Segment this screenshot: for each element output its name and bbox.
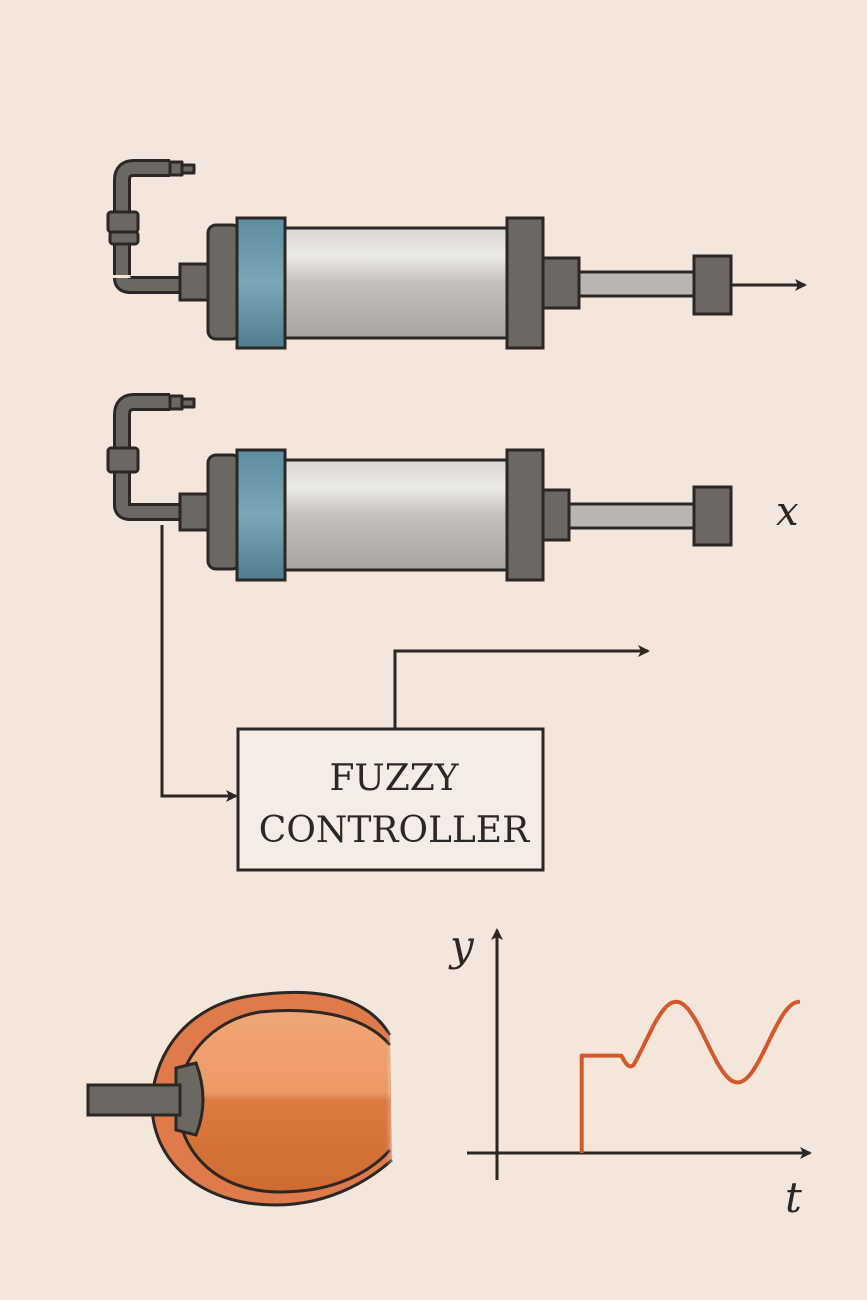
cylinder-band bbox=[235, 216, 287, 350]
response-curve bbox=[579, 999, 801, 1153]
t-axis-label: t bbox=[785, 1173, 802, 1222]
fuzzy-controller-box: FUZZY CONTROLLER bbox=[236, 727, 545, 872]
elbow-fitting-icon bbox=[106, 159, 196, 294]
elbow-fitting-icon bbox=[106, 393, 196, 521]
cylinder-barrel bbox=[283, 226, 509, 340]
cylinder-barrel bbox=[283, 458, 509, 572]
eye-sphere-icon bbox=[86, 990, 400, 1210]
feedback-line bbox=[160, 525, 238, 802]
y-axis-label: y bbox=[448, 921, 475, 970]
shaft bbox=[86, 1083, 182, 1117]
pneumatic-cylinder-icon bbox=[106, 159, 807, 350]
pneumatic-cylinder-icon bbox=[106, 393, 733, 582]
response-plot: y t bbox=[448, 921, 812, 1222]
output-line bbox=[393, 645, 650, 728]
controller-subtitle: CONTROLLER bbox=[259, 810, 530, 851]
position-label: x bbox=[776, 489, 799, 535]
piston-rod bbox=[567, 502, 696, 530]
cylinder-band bbox=[235, 448, 287, 582]
controller-title: FUZZY bbox=[329, 758, 459, 799]
piston-rod bbox=[577, 270, 696, 298]
